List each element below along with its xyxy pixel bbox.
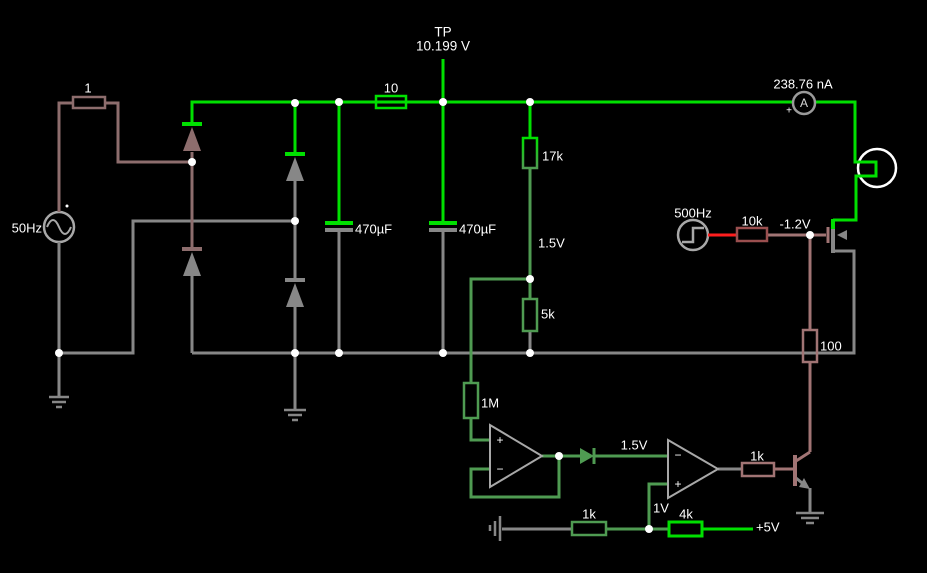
d4-arrow[interactable] bbox=[286, 283, 304, 307]
resistor-100-label: 100 bbox=[820, 338, 842, 353]
r1-to-bridge-wire[interactable] bbox=[105, 101, 192, 164]
resistor-4k[interactable] bbox=[667, 520, 704, 538]
ac-source-polarity-mark bbox=[65, 204, 69, 208]
speaker[interactable] bbox=[856, 147, 898, 189]
opamp1-body[interactable] bbox=[489, 423, 544, 489]
resistor-10[interactable] bbox=[374, 94, 408, 110]
node-a-voltage-label: 1.5V bbox=[538, 235, 565, 250]
junction-rail-5k-bot bbox=[526, 349, 534, 357]
ac-top-wire[interactable] bbox=[57, 101, 73, 212]
testpoint-value: 10.199 V bbox=[416, 39, 470, 54]
sine-wave-icon bbox=[46, 219, 72, 235]
junction-node-a bbox=[188, 158, 196, 166]
junction-rail-cap2-bot bbox=[439, 349, 447, 357]
junction-rail-17k bbox=[526, 98, 534, 106]
resistor-4k-label: 4k bbox=[679, 506, 693, 521]
resistor-10k-label: 10k bbox=[742, 213, 763, 228]
resistor-1k-bottom-label: 1k bbox=[582, 506, 596, 521]
junction-rail-d3 bbox=[291, 99, 299, 107]
resistor-1[interactable] bbox=[71, 95, 107, 110]
junction-ac-ground bbox=[55, 349, 63, 357]
opamp2-plus-mark: + bbox=[674, 477, 681, 491]
resistor-17k-label: 17k bbox=[542, 148, 563, 163]
resistor-1k-base-label: 1k bbox=[750, 448, 764, 463]
resistor-1m[interactable] bbox=[462, 381, 480, 420]
d1-arrow[interactable] bbox=[183, 127, 201, 151]
resistor-1k-base[interactable] bbox=[740, 461, 776, 478]
junction-node-b bbox=[291, 217, 299, 225]
ammeter-glyph: A bbox=[800, 96, 808, 110]
junction-rail-cap1-bot bbox=[335, 349, 343, 357]
resistor-10k[interactable] bbox=[735, 226, 769, 243]
junction-opamp1-out bbox=[555, 452, 563, 460]
resistor-5k[interactable] bbox=[521, 297, 539, 333]
diode-out-voltage-label: 1.5V bbox=[621, 437, 648, 452]
junction-1v-node bbox=[645, 525, 653, 533]
opamp1-minus-mark: − bbox=[496, 462, 503, 476]
resistor-17k[interactable] bbox=[521, 136, 539, 170]
ac2-bridge-wire[interactable] bbox=[59, 219, 295, 355]
junction-rail-tp bbox=[439, 98, 447, 106]
d3-arrow[interactable] bbox=[286, 157, 304, 181]
testpoint-label: TP bbox=[434, 25, 451, 40]
ammeter-plus-mark: + bbox=[786, 106, 792, 117]
ammeter-value-label: 238.76 nA bbox=[773, 76, 833, 91]
opamp1-feedback-wire[interactable] bbox=[469, 456, 561, 499]
top-rail-wire[interactable] bbox=[190, 100, 793, 124]
supply-rail-label: +5V bbox=[756, 519, 780, 534]
opamp2-minus-mark: − bbox=[674, 448, 681, 462]
npn-emitter-arrow[interactable] bbox=[799, 478, 810, 489]
node-to-1m-wire[interactable] bbox=[469, 277, 530, 383]
rail-speaker-wire[interactable] bbox=[816, 100, 878, 222]
square-wave-icon bbox=[682, 226, 704, 244]
bottom-rail-wire[interactable] bbox=[192, 249, 856, 355]
cap1-label: 470µF bbox=[355, 221, 392, 236]
square-source-label: 500Hz bbox=[674, 205, 712, 220]
d2-arrow[interactable] bbox=[183, 252, 201, 276]
resistor-10-label: 10 bbox=[384, 80, 398, 95]
resistor-1m-label: 1M bbox=[481, 395, 499, 410]
junction-gate bbox=[806, 231, 814, 239]
output-diode[interactable] bbox=[580, 448, 594, 464]
cap2-label: 470µF bbox=[459, 221, 496, 236]
r1m-to-opamp1-wire[interactable] bbox=[469, 418, 490, 442]
resistor-1k-bottom[interactable] bbox=[570, 520, 608, 537]
ammeter[interactable] bbox=[791, 90, 817, 116]
ac-source-label: 50Hz bbox=[12, 220, 42, 235]
collector-diagonal[interactable] bbox=[795, 450, 811, 463]
junction-rail-cap1 bbox=[335, 98, 343, 106]
junction-divider bbox=[526, 275, 534, 283]
node-c-voltage-label: 1V bbox=[653, 500, 669, 515]
resistor-100[interactable] bbox=[801, 328, 819, 364]
opamp1-plus-mark: + bbox=[496, 433, 503, 447]
opamp2-plus-wire[interactable] bbox=[647, 482, 668, 529]
resistor-5k-label: 5k bbox=[541, 306, 555, 321]
junction-rail-ground bbox=[291, 349, 299, 357]
opamp2-body[interactable] bbox=[667, 438, 720, 500]
gate-voltage-label: -1.2V bbox=[779, 216, 810, 231]
resistor-1-label: 1 bbox=[84, 80, 91, 95]
mosfet-arrow[interactable] bbox=[837, 230, 847, 240]
